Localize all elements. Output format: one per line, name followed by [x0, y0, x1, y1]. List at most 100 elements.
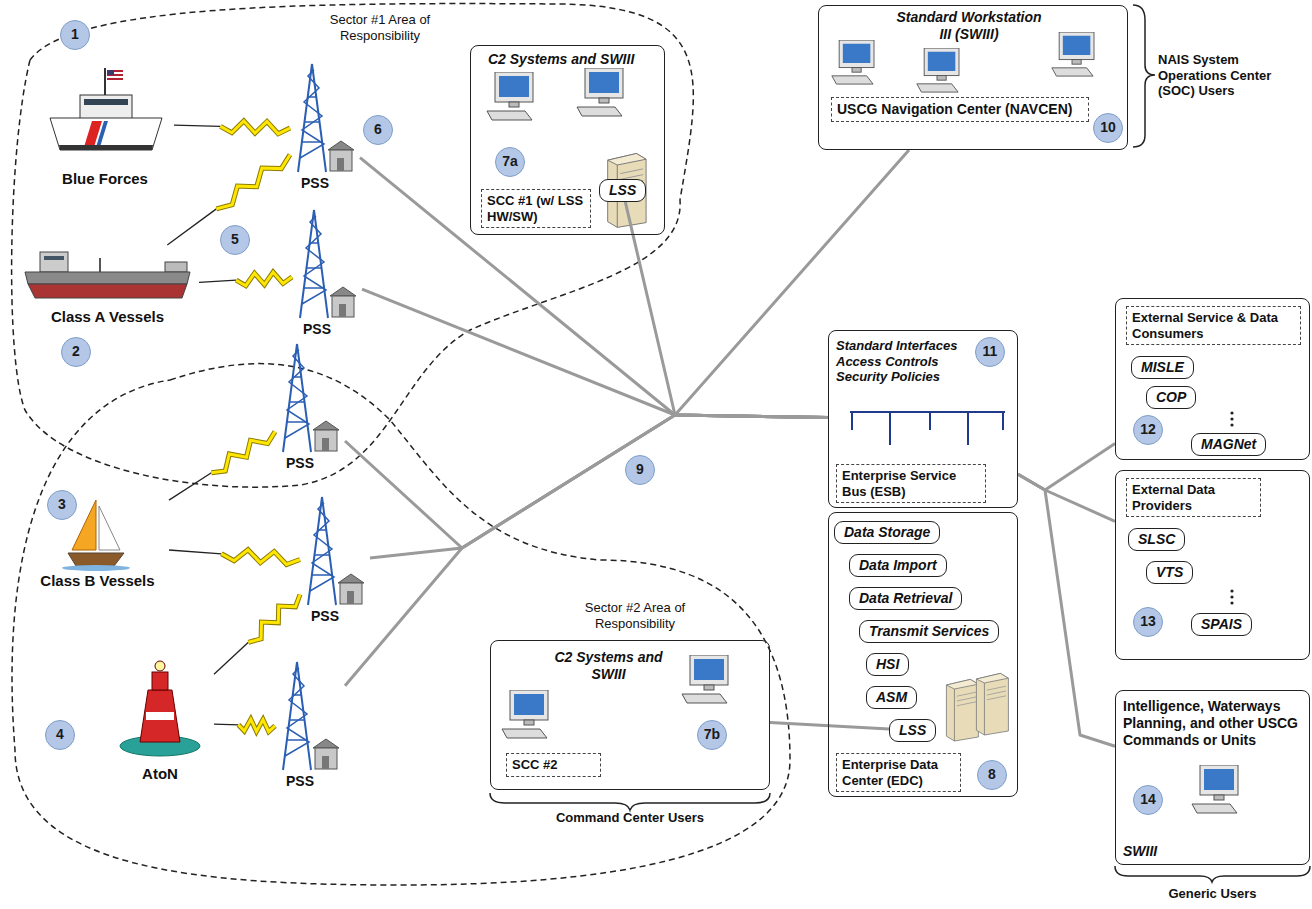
drawing-part [25, 272, 190, 284]
tower-station: PSS [275, 660, 345, 794]
tower-station: PSS [290, 62, 360, 196]
node-text: PSS [292, 321, 342, 338]
node-text: PSS [290, 175, 340, 192]
dashed-heading: External Data Providers [1126, 478, 1261, 517]
connector-stroke [770, 723, 889, 730]
drawing-part [62, 565, 130, 571]
network-link [345, 415, 828, 548]
node-text: AtoN [110, 765, 210, 783]
connector-stroke [214, 642, 248, 674]
service-tag: Transmit Services [859, 620, 999, 643]
vessel: Blue Forces [40, 55, 174, 192]
drawing-part [140, 690, 180, 742]
data-center-box: Enterprise Data Center (EDC) Data Storage… [828, 512, 1018, 797]
drawing-part [99, 506, 120, 550]
dashed-heading: Enterprise Data Center (EDC) [836, 753, 961, 792]
connector-stroke [248, 595, 300, 643]
drawing-part [155, 661, 165, 671]
connector-stroke [345, 415, 828, 686]
system-tag: VTS [1146, 561, 1193, 584]
node-text: LSS [609, 182, 636, 199]
connector-stroke [220, 121, 290, 134]
dashed-heading: External Service & Data Consumers [1126, 306, 1301, 345]
radio-link [214, 595, 300, 675]
drawing-part [68, 553, 124, 566]
buoy: AtoN [110, 655, 214, 790]
drawing-part [96, 121, 108, 147]
operations-center-box: Standard Workstation III (SWIII)USCG Nav… [818, 5, 1128, 150]
connector-stroke [216, 155, 290, 209]
service-tag: HSI [866, 653, 909, 676]
node-text: VTS [1156, 564, 1183, 581]
node-text: C2 Systems and SWIII [551, 649, 666, 683]
network-link [1018, 474, 1115, 746]
node-text: Class A Vessels [20, 308, 195, 326]
drawing-part [283, 338, 339, 452]
network-link [370, 415, 828, 558]
drawing-part [146, 712, 174, 720]
connector-stroke [221, 550, 300, 565]
radio-link [174, 121, 290, 134]
tower-station: PSS [300, 495, 370, 629]
system-tag: COP [1146, 386, 1196, 409]
callout-number: 14 [1133, 785, 1163, 815]
drawing-part [300, 204, 356, 318]
bracket [490, 5, 1310, 882]
node-text: Transmit Services [869, 623, 989, 640]
tower-station: PSS [275, 342, 345, 476]
callout-number: 1 [60, 20, 90, 50]
callout-number: 4 [45, 720, 75, 750]
drawing-part [1115, 866, 1310, 882]
callout-number: 8 [977, 760, 1007, 790]
dashed-heading: Enterprise Service Bus (ESB) [836, 464, 986, 503]
drawing-part [99, 258, 101, 272]
drawing-part [976, 673, 1008, 735]
group-label: Generic Users [1140, 886, 1285, 902]
drawing-part [152, 672, 168, 690]
drawing-part [1133, 5, 1155, 147]
group-label: NAIS System Operations Center (SOC) User… [1158, 52, 1308, 99]
sector-2-outline [12, 364, 790, 885]
node-text: SLSC [1138, 531, 1175, 548]
connector-stroke [248, 595, 300, 643]
drawing-part [107, 70, 114, 75]
connector-stroke [1018, 474, 1115, 746]
connector-stroke [167, 209, 216, 245]
drawing-part [80, 95, 132, 119]
callout-number: 3 [47, 490, 77, 520]
drawing-part [28, 284, 187, 298]
aton-buoy [120, 661, 200, 756]
drawing-part [502, 690, 548, 738]
service-tag: Data Retrieval [849, 587, 962, 610]
connector-stroke [220, 121, 290, 134]
drawing-part [832, 40, 874, 84]
node-text: C2 Systems and SWIII [488, 51, 648, 68]
bus-symbol [850, 412, 1005, 445]
callout-number: 2 [61, 337, 91, 367]
node-text: SWIII [1123, 843, 1183, 860]
service-tag: Data Storage [834, 521, 940, 544]
callout-number: 12 [1133, 415, 1163, 445]
towers [283, 58, 364, 770]
callout-number: 6 [363, 115, 393, 145]
drawing-part [1230, 589, 1233, 592]
node-text: Class B Vessels [30, 572, 165, 590]
connector-stroke [360, 158, 828, 418]
drawing-part [308, 491, 364, 605]
generic-users-box: Intelligence, Waterways Planning, and ot… [1115, 690, 1310, 865]
callout-number: 5 [220, 225, 250, 255]
radio-link [199, 272, 292, 286]
software-tag: LSS [599, 179, 646, 202]
callout-number: 11 [975, 337, 1005, 367]
vessel: Class A Vessels [20, 245, 199, 330]
drawing-part [946, 679, 978, 741]
system-tag: SPAIS [1191, 613, 1252, 636]
connector-stroke [214, 723, 238, 725]
drawing-part [682, 655, 728, 703]
connector-stroke [211, 432, 275, 473]
drawing-part [44, 256, 64, 260]
class-a-ship [25, 252, 190, 298]
node-text: Standard Workstation III (SWIII) [894, 9, 1044, 43]
connector-stroke [199, 280, 236, 282]
